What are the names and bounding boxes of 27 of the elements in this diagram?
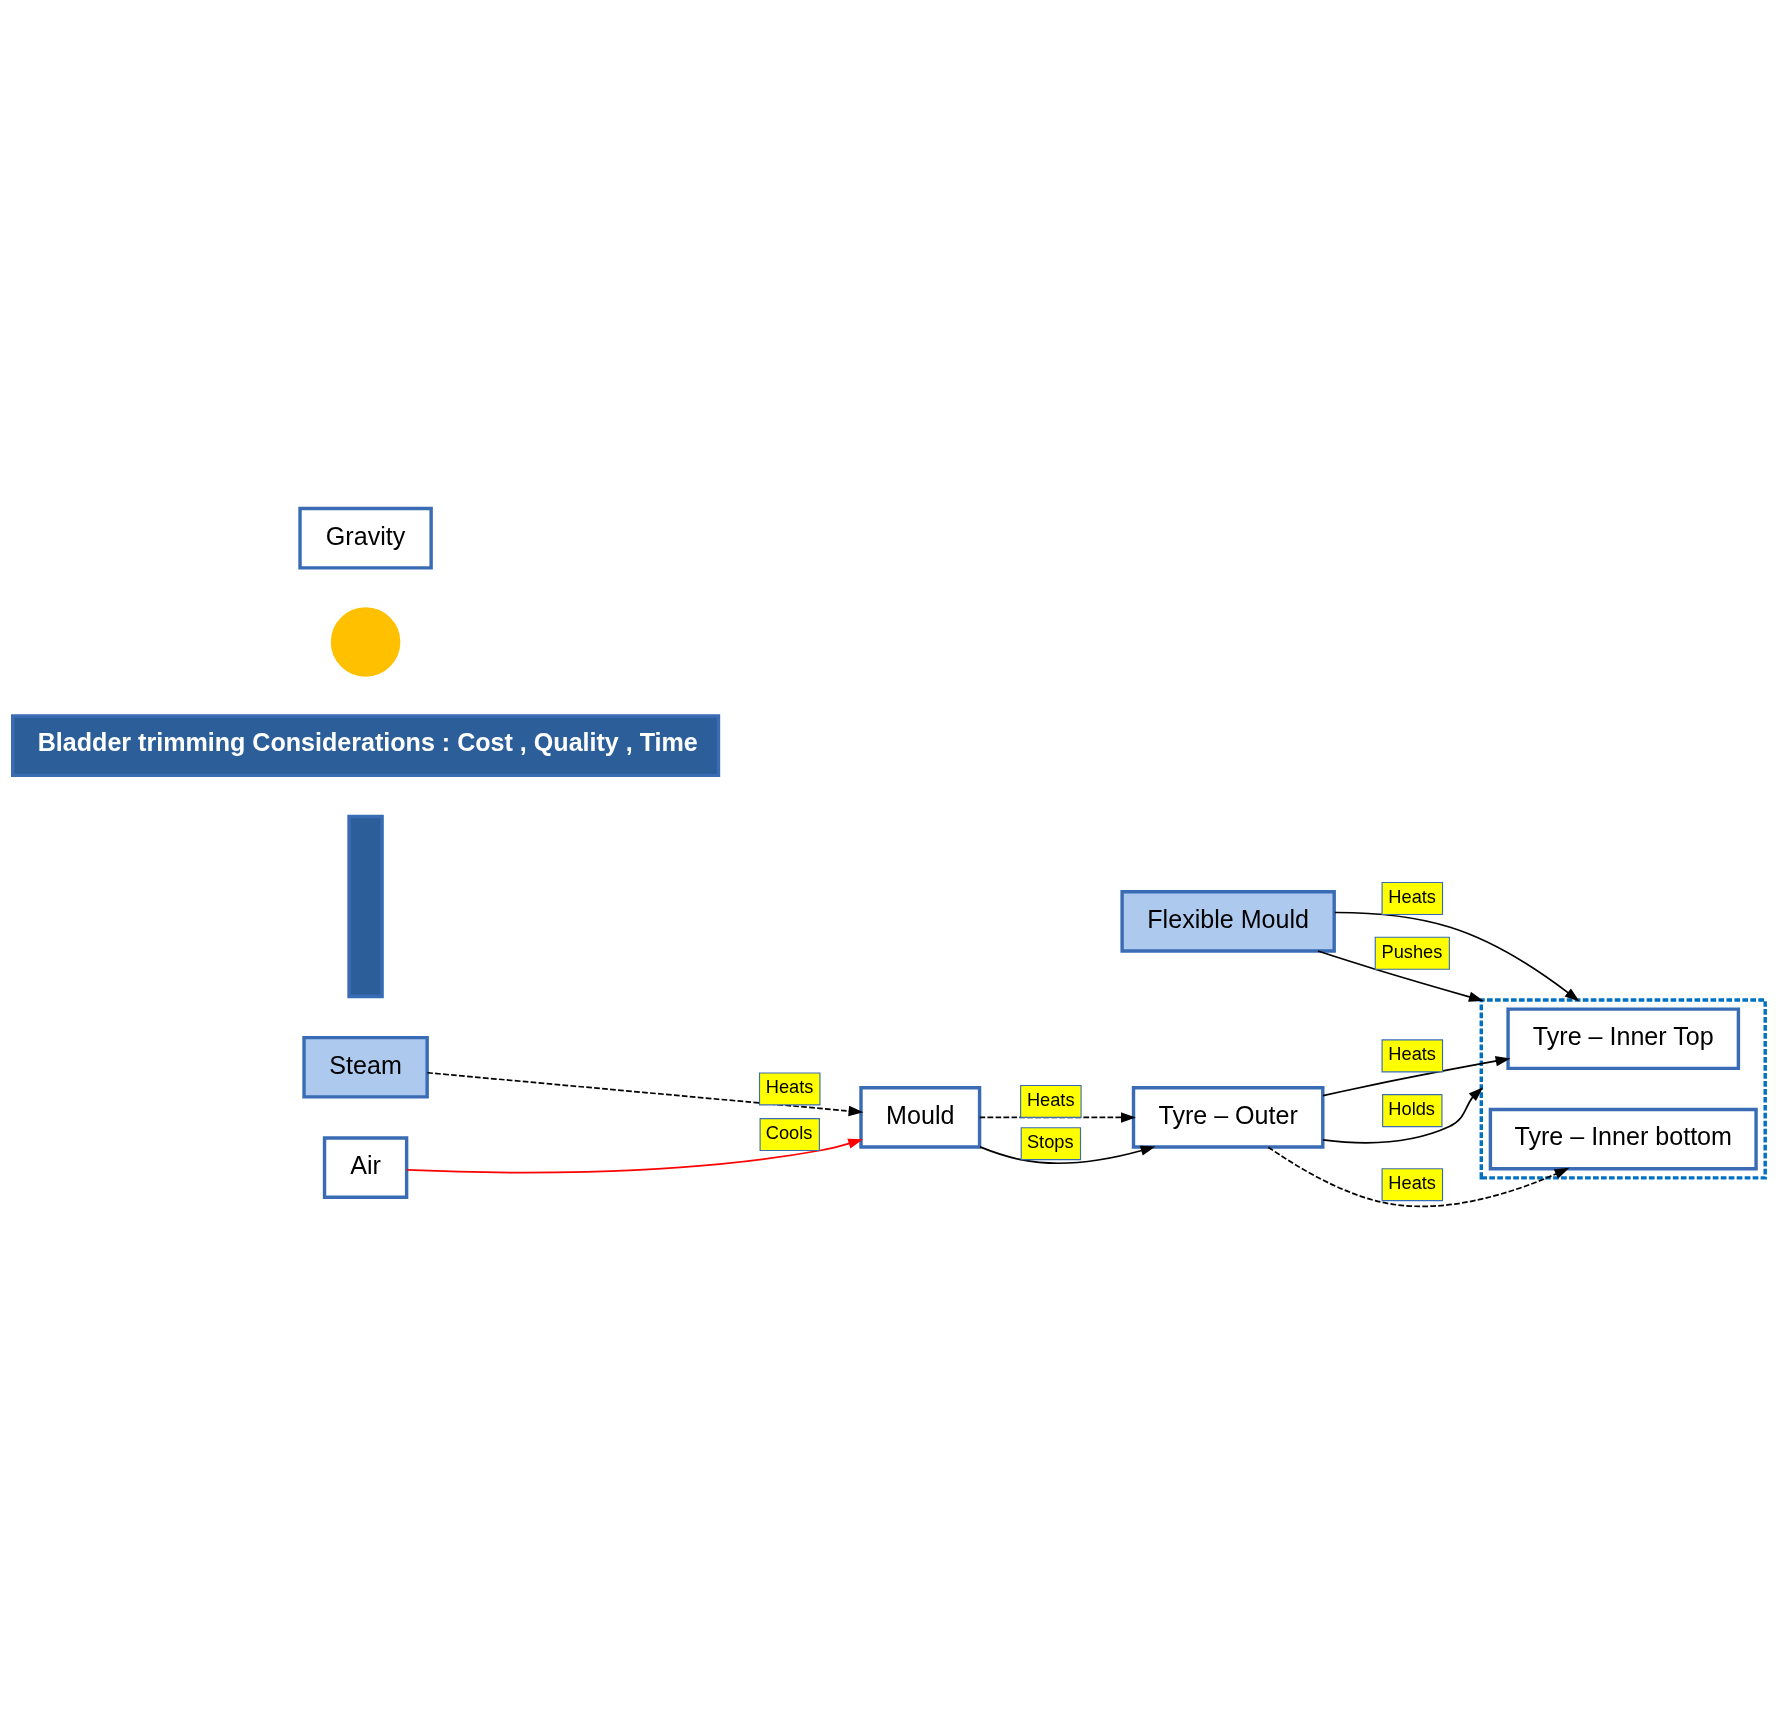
edge-label: Holds [1388,1097,1435,1119]
edge-label: Heats [1388,1042,1436,1064]
arrow [1322,1055,1511,1096]
arrow [1333,911,1580,1002]
node-bar [347,814,384,998]
edge-label: Pushes [1381,940,1443,962]
arrow [1267,1145,1570,1207]
edge-label: Heats [1388,885,1436,907]
arrow [1322,1086,1484,1144]
arrow [1317,949,1484,1002]
node-box: Mould [859,1085,982,1149]
edge-label: Cools [765,1121,813,1143]
node-box: Tyre – Inner bottom [1488,1107,1758,1170]
edge-label: Heats [765,1075,814,1097]
node-box: Gravity [298,506,433,570]
node-box: Flexible Mould [1120,889,1336,953]
node-box: Air [322,1135,409,1199]
node-box: Steam [302,1035,429,1099]
edge-label: Heats [1026,1088,1075,1110]
edge-label: Heats [1388,1171,1436,1193]
node-box: Tyre – Outer [1131,1085,1325,1149]
arrow [979,1145,1156,1164]
arrow [406,1138,864,1173]
edge-label: Stops [1026,1130,1074,1152]
node-box: Tyre – Inner Top [1506,1006,1741,1070]
node-circle [330,606,401,677]
node-box: Bladder trimming Considerations : Cost , Quality , Time [11,713,721,777]
